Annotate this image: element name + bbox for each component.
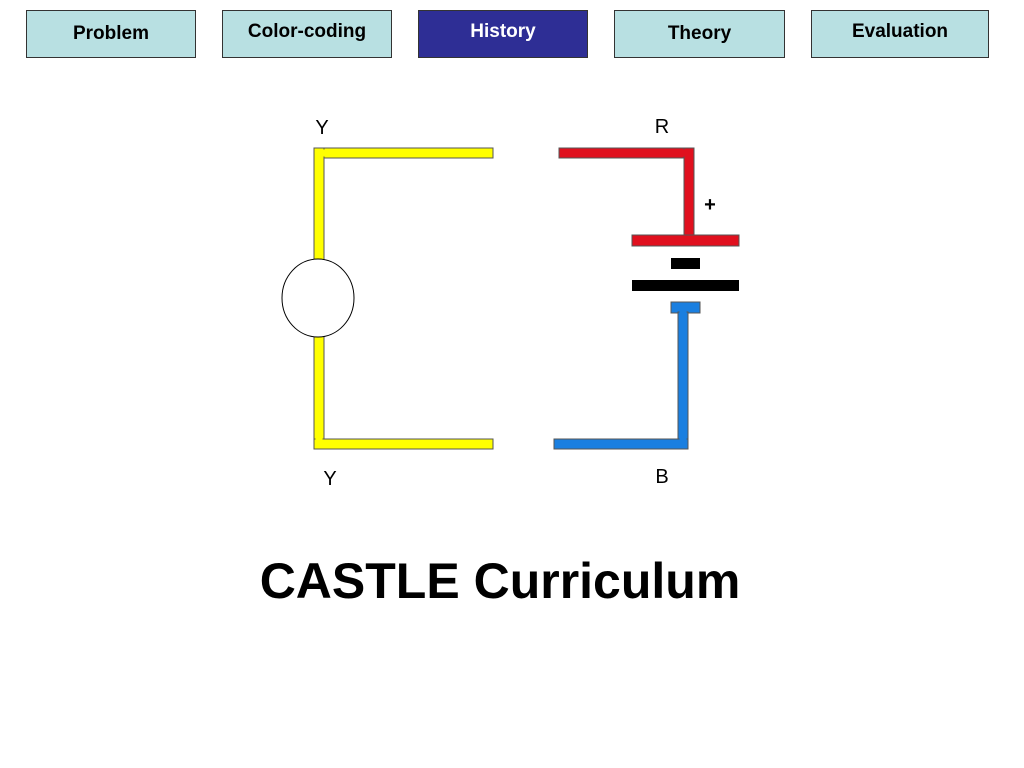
battery-positive-plate [631,234,740,247]
battery-long-plate [632,280,739,291]
yellow-wire-bottom-fill [315,440,492,448]
yellow-wire-top-fill [315,149,492,157]
tab-color-coding[interactable]: Color-coding [222,10,392,58]
label-bottom-left: Y [323,468,336,490]
label-bottom-right: B [655,466,668,488]
tab-theory[interactable]: Theory [614,10,785,58]
tab-problem[interactable]: Problem [26,10,196,58]
blue-wire-vertical-fill [679,311,687,448]
label-top-right: R [655,116,669,138]
bulb-circle [281,258,355,338]
red-wire-fill [560,149,693,157]
battery-negative-short-plate [671,258,700,269]
tab-history[interactable]: History [418,10,588,58]
plus-sign: + [704,194,716,216]
tab-evaluation[interactable]: Evaluation [811,10,989,58]
blue-wire [553,301,701,450]
label-top-left: Y [315,117,328,139]
page-title: CASTLE Curriculum [259,553,741,609]
red-wire-vertical-fill [685,149,693,235]
blue-wire-bottom-fill [555,440,687,448]
circuit-diagram: Y Y R B + [281,116,740,490]
red-wire [558,147,695,237]
